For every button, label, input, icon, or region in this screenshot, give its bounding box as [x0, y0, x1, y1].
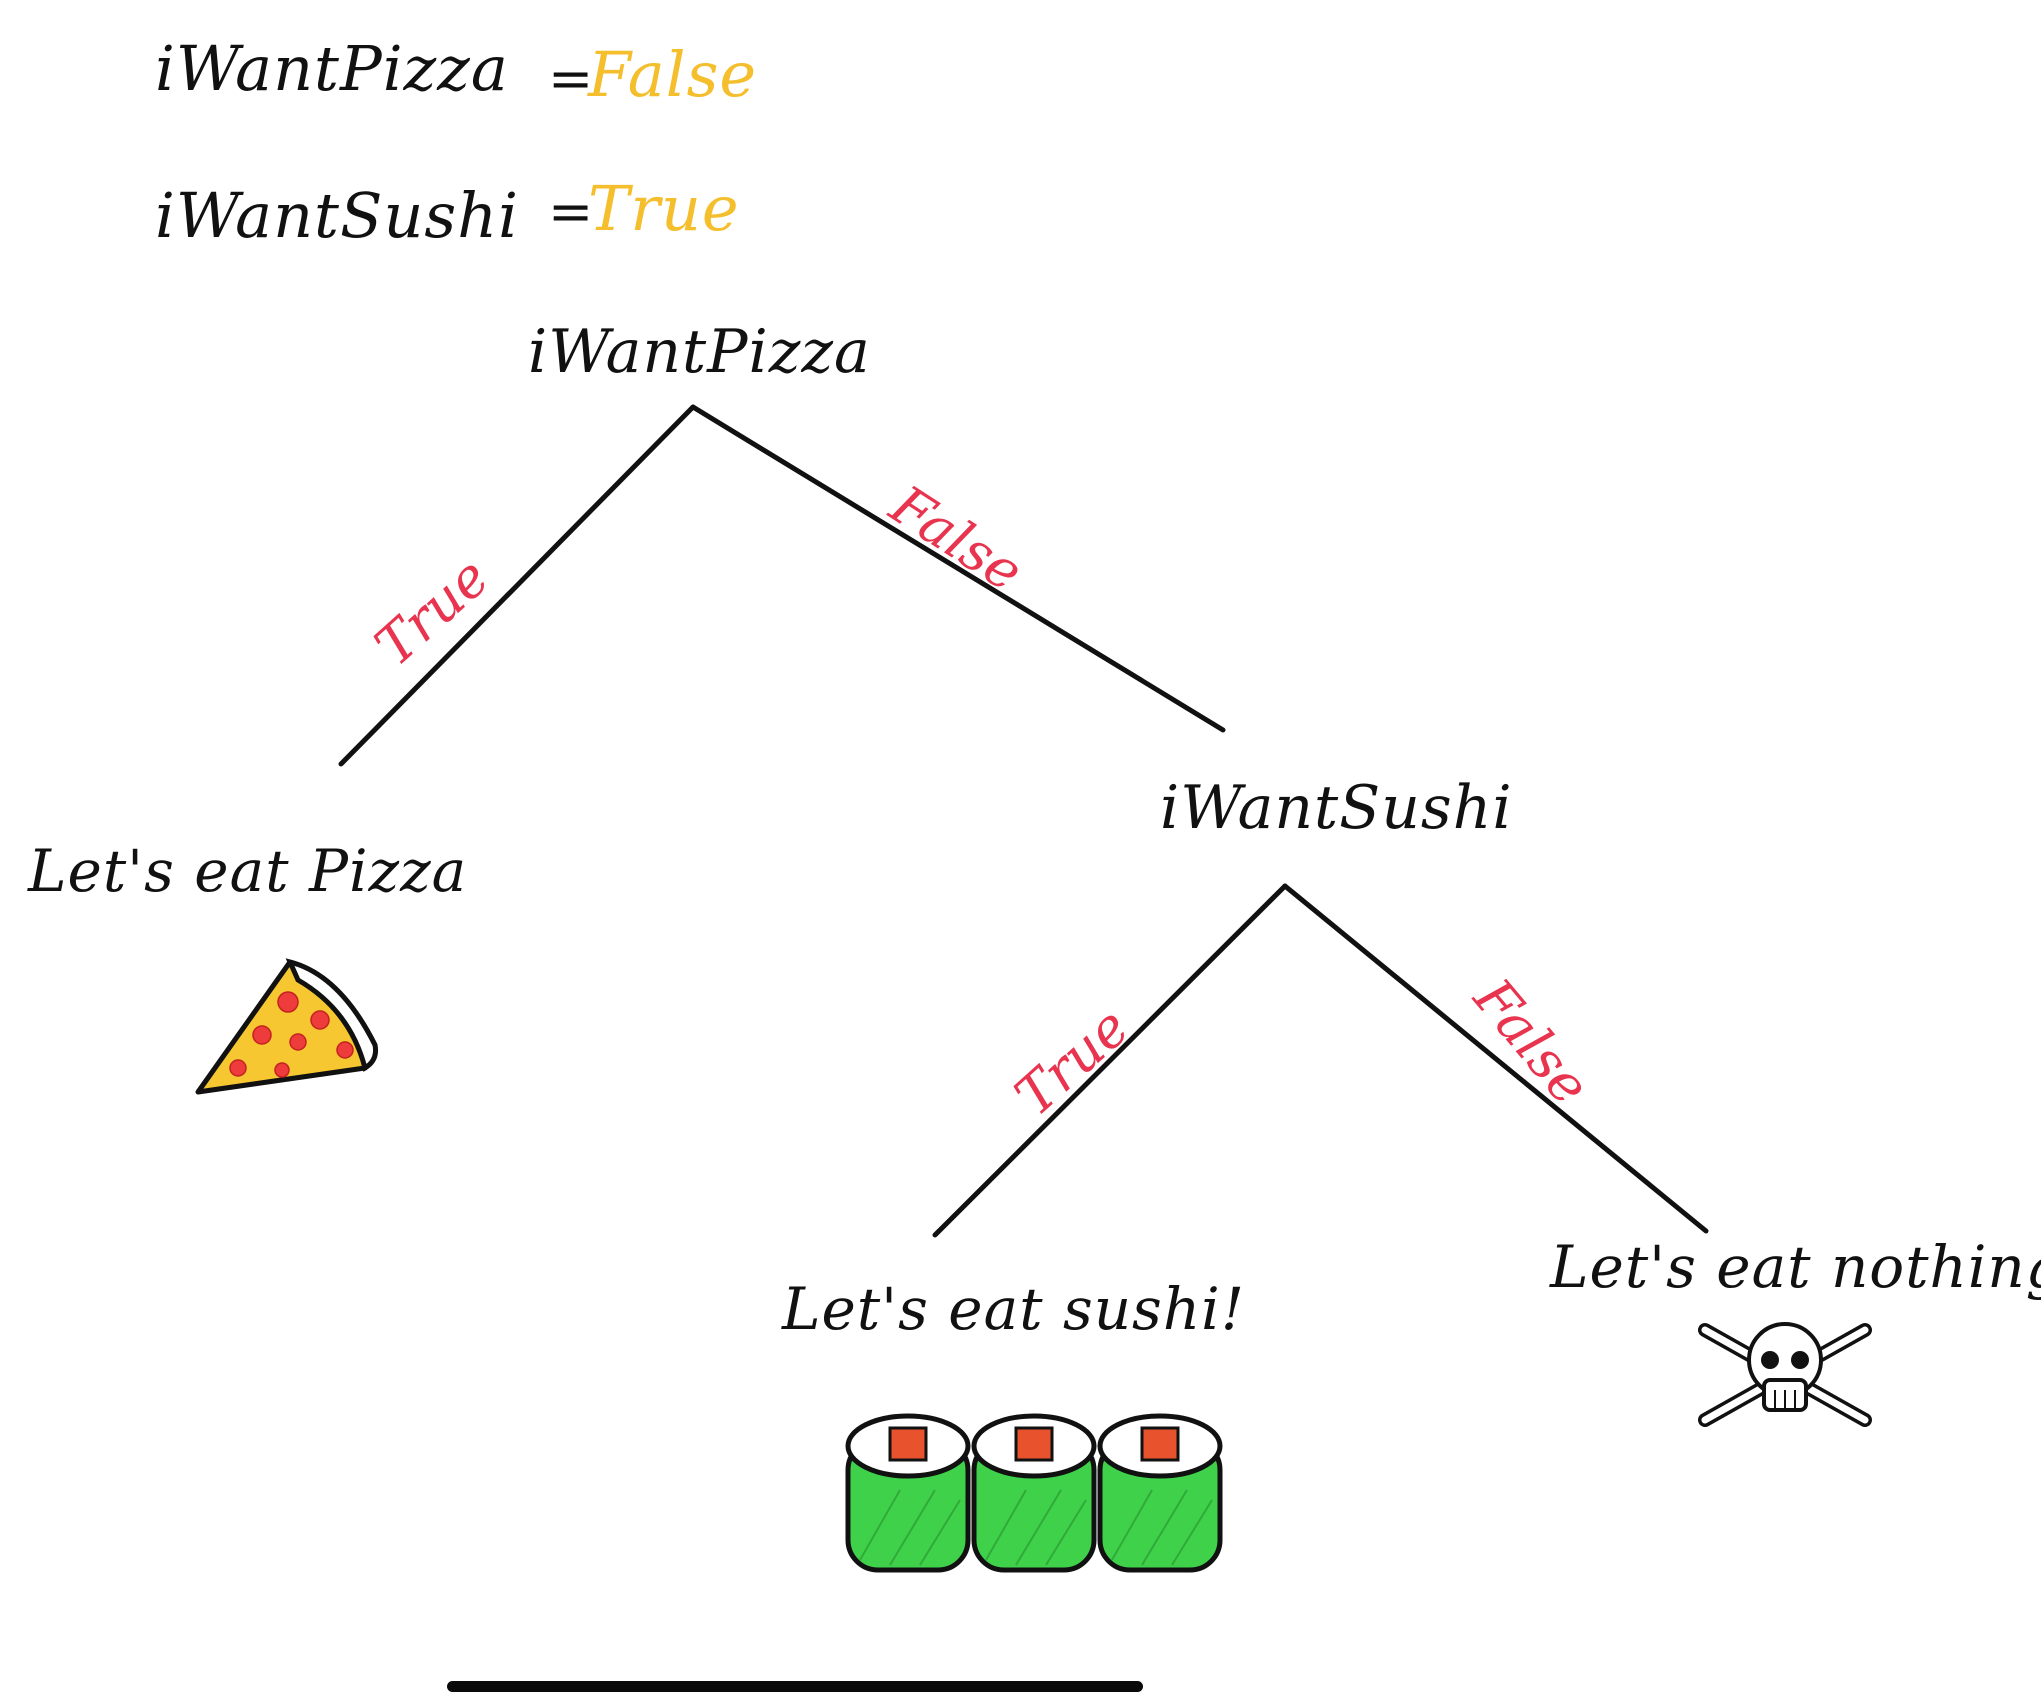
- equals-sign-pizza: =: [548, 47, 595, 110]
- edge-inner-false: [1282, 883, 1709, 1234]
- var-value-sushi: True: [588, 172, 740, 245]
- var-name-sushi: iWantSushi: [155, 179, 519, 252]
- home-indicator[interactable]: [447, 1681, 1143, 1692]
- equals-sign-sushi: =: [548, 180, 595, 243]
- skull-crossbones-icon: [1698, 1322, 1872, 1427]
- inner-node-label: iWantSushi: [1160, 773, 1513, 843]
- leaf-label-sushi: Let's eat sushi!: [782, 1275, 1246, 1343]
- edge-inner-true: [932, 883, 1288, 1238]
- var-value-pizza: False: [588, 38, 758, 111]
- leaf-label-pizza: Let's eat Pizza: [28, 837, 468, 905]
- edge-root-true: [338, 404, 696, 767]
- var-name-pizza: iWantPizza: [155, 32, 509, 105]
- root-node-label: iWantPizza: [528, 317, 871, 387]
- leaf-label-nothing: Let's eat nothing: [1550, 1233, 2041, 1301]
- sushi-rolls-icon: [845, 1413, 1223, 1573]
- edge-root-false: [690, 404, 1226, 733]
- pizza-slice-icon: [195, 958, 378, 1095]
